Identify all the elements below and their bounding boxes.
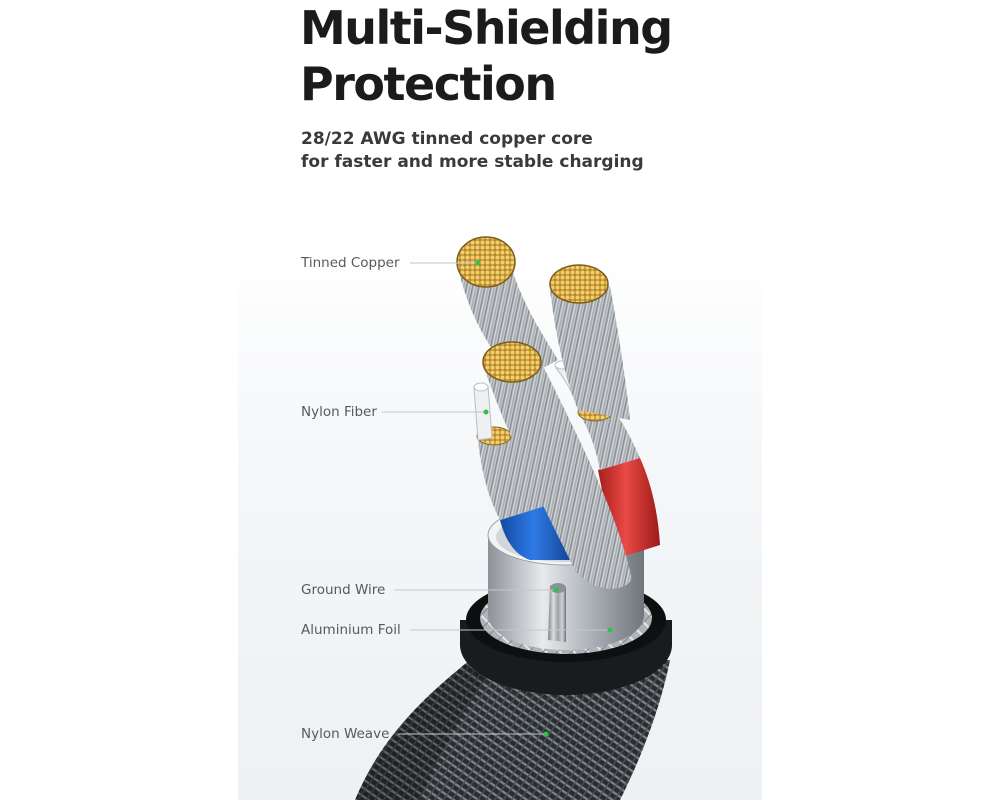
tinned-copper-strand-right <box>549 264 630 420</box>
label-nylon-weave: Nylon Weave <box>301 726 390 742</box>
headline-line-2: Protection <box>300 57 557 111</box>
callout-indicator-dots <box>475 260 613 737</box>
indicator-dot-aluminium-foil <box>607 627 613 633</box>
headline-line-1: Multi-Shielding <box>300 1 673 55</box>
nylon-weave-braid <box>355 660 670 800</box>
tinned-copper-strand-center <box>482 341 632 589</box>
indicator-dot-nylon-weave <box>543 731 549 737</box>
label-nylon-fiber: Nylon Fiber <box>301 404 377 420</box>
callout-leaders <box>382 262 610 735</box>
indicator-dot-nylon-fiber <box>483 409 489 415</box>
indicator-dot-tinned-copper <box>475 260 481 266</box>
subheadline-line-2: for faster and more stable charging <box>301 152 644 172</box>
label-tinned-copper: Tinned Copper <box>301 255 400 271</box>
indicator-dot-ground-wire <box>553 587 559 593</box>
label-ground-wire: Ground Wire <box>301 582 386 598</box>
label-aluminium-foil: Aluminium Foil <box>301 622 401 638</box>
subheadline-line-1: 28/22 AWG tinned copper core <box>301 129 593 149</box>
subheadline: 28/22 AWG tinned copper core for faster … <box>301 128 644 174</box>
headline: Multi-Shielding Protection <box>300 0 673 112</box>
